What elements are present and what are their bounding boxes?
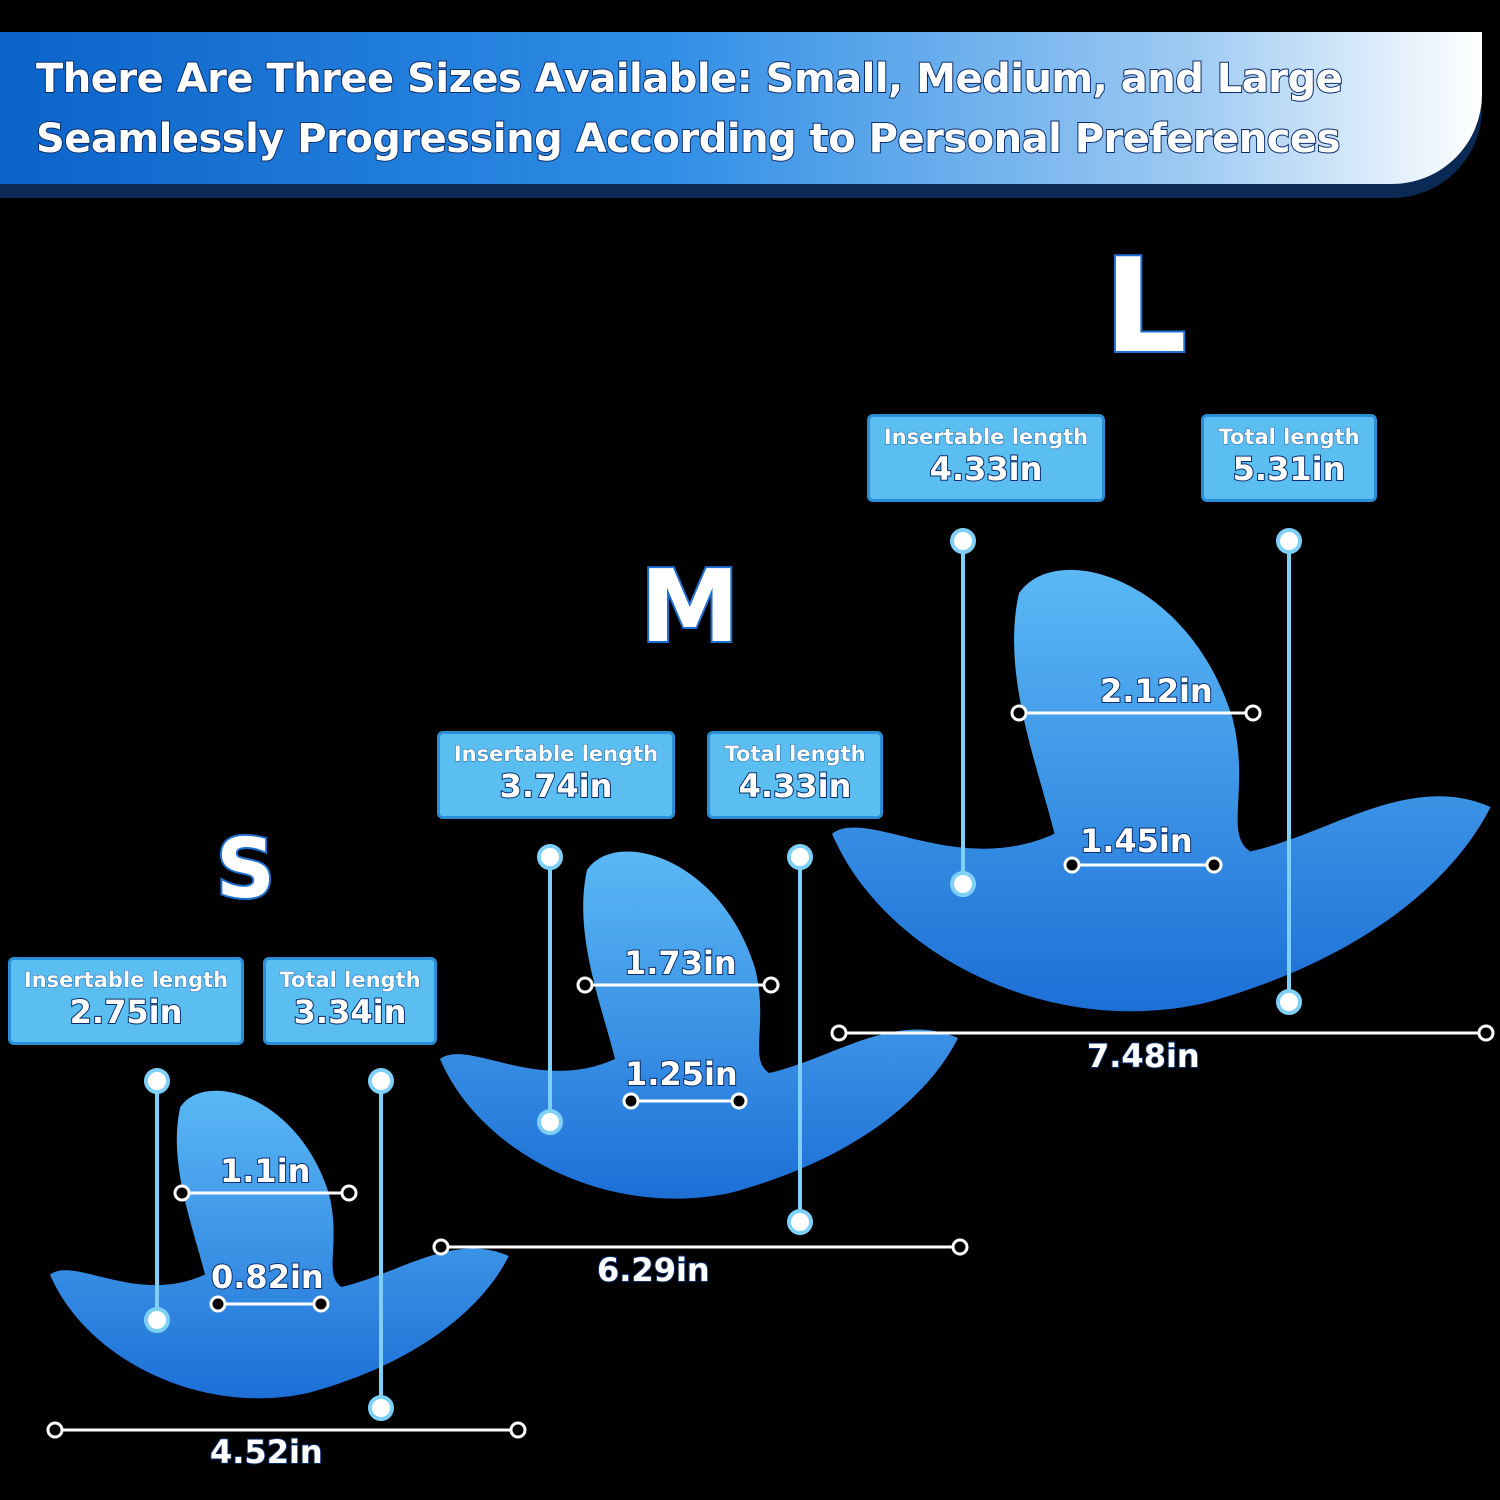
insertable-length-value: 2.75in	[69, 992, 184, 1032]
product-large	[832, 569, 1491, 1012]
product-medium	[440, 851, 958, 1199]
insertable-length-box-medium: Insertable length 3.74in	[437, 731, 675, 819]
insertable-length-label: Insertable length	[883, 425, 1089, 450]
size-letter-medium: M	[638, 546, 741, 667]
insertable-length-label: Insertable length	[453, 742, 659, 767]
total-length-box-large: Total length 5.31in	[1201, 414, 1377, 502]
total-length-label: Total length	[724, 742, 866, 767]
total-length-value: 4.33in	[738, 766, 853, 806]
total-length-label: Total length	[279, 968, 421, 993]
size-letter-small: S	[214, 820, 277, 919]
base-width-small: 4.52in	[209, 1432, 324, 1472]
total-length-box-medium: Total length 4.33in	[707, 731, 883, 819]
total-length-value: 3.34in	[293, 992, 408, 1032]
banner-title-line1: There Are Three Sizes Available: Small, …	[35, 55, 1344, 103]
total-length-label: Total length	[1218, 425, 1360, 450]
length-indicators	[144, 528, 1302, 1421]
banner-title-line2: Seamlessly Progressing According to Pers…	[35, 115, 1341, 163]
total-length-value: 5.31in	[1232, 449, 1347, 489]
insertable-length-label: Insertable length	[23, 968, 229, 993]
neck-width-large: 1.45in	[1079, 821, 1194, 861]
insertable-length-box-large: Insertable length 4.33in	[867, 414, 1105, 502]
title-banner: There Are Three Sizes Available: Small, …	[0, 32, 1482, 184]
insertable-length-value: 4.33in	[929, 449, 1044, 489]
neck-width-medium: 1.25in	[624, 1054, 739, 1094]
base-width-medium: 6.29in	[596, 1250, 711, 1290]
upper-width-medium: 1.73in	[623, 943, 738, 983]
size-letter-large: L	[1102, 228, 1189, 384]
neck-width-small: 0.82in	[210, 1257, 325, 1297]
upper-width-small: 1.1in	[219, 1151, 311, 1191]
measurement-lines	[46, 704, 1495, 1439]
insertable-length-box-small: Insertable length 2.75in	[8, 957, 244, 1045]
insertable-length-value: 3.74in	[499, 766, 614, 806]
base-width-large: 7.48in	[1086, 1036, 1201, 1076]
total-length-box-small: Total length 3.34in	[263, 957, 437, 1045]
upper-width-large: 2.12in	[1099, 671, 1214, 711]
